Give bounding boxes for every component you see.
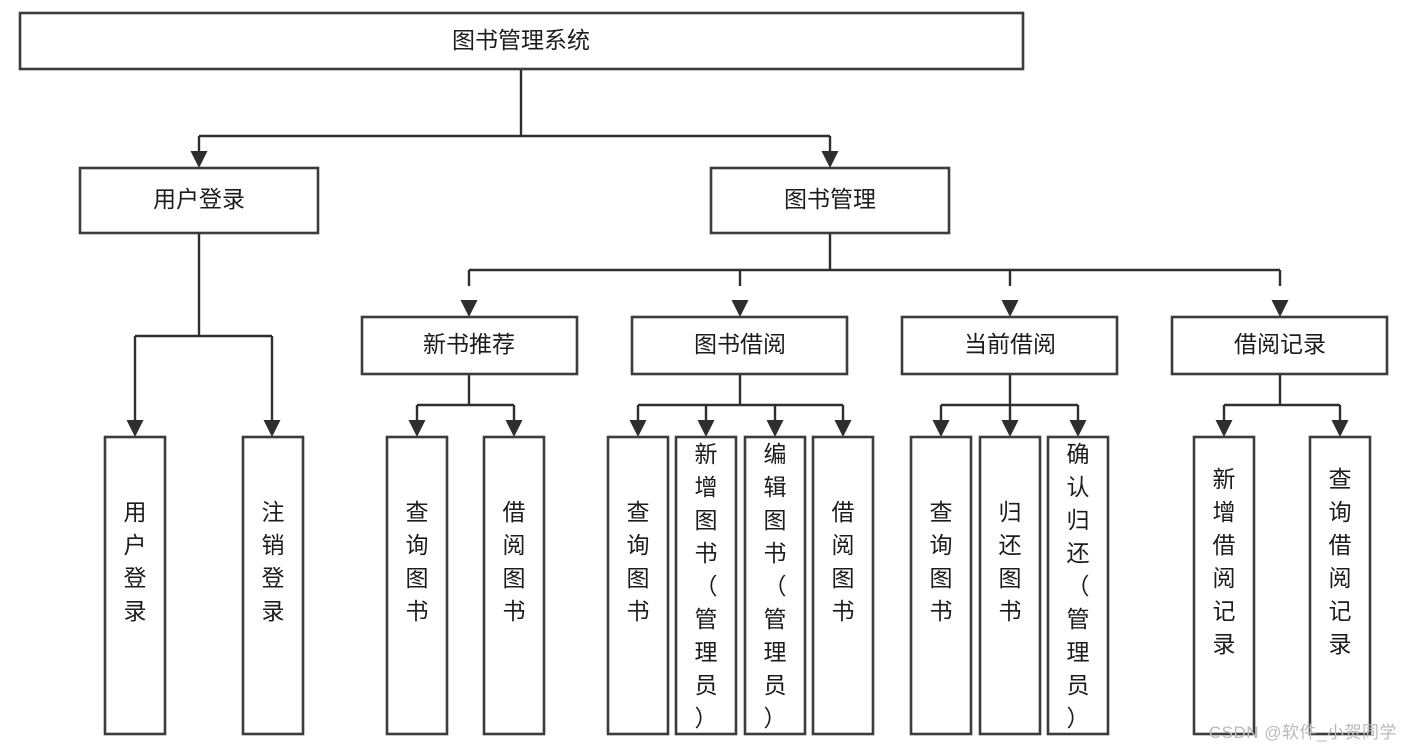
- leaf-currentborrow-query-label: 查询图书: [930, 499, 953, 624]
- leaf-bookborrow-edit-label: 编辑图书（管理员）: [764, 441, 787, 731]
- node-book-management-label: 图书管理: [784, 186, 876, 212]
- connector-currentborrow-to-leaves: [932, 374, 1087, 437]
- leaf-currentborrow-return-label: 归还图书: [999, 499, 1022, 624]
- leaf-bookborrow-borrow[interactable]: 借阅图书: [811, 435, 875, 736]
- leaf-newbook-borrow[interactable]: 借阅图书: [482, 435, 546, 736]
- leaf-newbook-borrow-label: 借阅图书: [503, 499, 526, 624]
- node-new-book-recommend[interactable]: 新书推荐: [360, 315, 579, 376]
- node-book-borrow-label: 图书借阅: [694, 331, 786, 357]
- leaf-user-login-logout[interactable]: 注销登录: [241, 435, 305, 736]
- node-user-login-label: 用户登录: [153, 186, 245, 212]
- leaf-bookborrow-edit[interactable]: 编辑图书（管理员）: [743, 435, 807, 736]
- leaf-newbook-query[interactable]: 查询图书: [385, 435, 449, 736]
- node-root-label: 图书管理系统: [452, 27, 590, 53]
- leaf-bookborrow-query[interactable]: 查询图书: [606, 435, 670, 736]
- leaf-currentborrow-confirm[interactable]: 确认归还（管理员）: [1046, 435, 1110, 736]
- leaf-currentborrow-query[interactable]: 查询图书: [909, 435, 973, 736]
- node-root-system[interactable]: 图书管理系统: [18, 11, 1025, 71]
- connector-borrowrecord-to-leaves: [1215, 374, 1349, 437]
- node-user-login[interactable]: 用户登录: [78, 166, 320, 235]
- connector-newbook-to-leaves: [408, 374, 523, 437]
- connector-userlogin-to-leaves: [126, 233, 281, 437]
- leaf-currentborrow-return[interactable]: 归还图书: [978, 435, 1042, 736]
- csdn-watermark: CSDN @软件_小贺同学: [1208, 723, 1397, 742]
- leaf-borrowrecord-add-label: 新增借阅记录: [1213, 466, 1236, 657]
- node-book-management[interactable]: 图书管理: [709, 166, 951, 235]
- leaf-newbook-query-label: 查询图书: [406, 499, 429, 624]
- leaf-bookborrow-add-label: 新增图书（管理员）: [695, 441, 718, 731]
- leaf-borrowrecord-add[interactable]: 新增借阅记录: [1192, 435, 1256, 736]
- leaf-user-login-logout-label: 注销登录: [262, 499, 285, 624]
- leaf-user-login-login[interactable]: 用户登录: [103, 435, 167, 736]
- leaf-borrowrecord-query-label: 查询借阅记录: [1329, 466, 1352, 657]
- leaf-user-login-login-label: 用户登录: [124, 499, 147, 624]
- leaf-bookborrow-borrow-label: 借阅图书: [832, 499, 855, 624]
- node-borrow-record-label: 借阅记录: [1234, 331, 1326, 357]
- leaf-borrowrecord-query[interactable]: 查询借阅记录: [1308, 435, 1372, 736]
- leaf-bookborrow-add[interactable]: 新增图书（管理员）: [674, 435, 738, 736]
- node-new-book-recommend-label: 新书推荐: [423, 331, 515, 357]
- node-current-borrow[interactable]: 当前借阅: [900, 315, 1119, 376]
- connector-root-to-level1: [190, 69, 839, 168]
- node-borrow-record[interactable]: 借阅记录: [1170, 315, 1389, 376]
- node-current-borrow-label: 当前借阅: [964, 331, 1056, 357]
- connector-bookmgmt-to-level2: [460, 233, 1289, 317]
- leaf-bookborrow-query-label: 查询图书: [627, 499, 650, 624]
- leaf-currentborrow-confirm-label: 确认归还（管理员）: [1067, 441, 1090, 731]
- node-book-borrow[interactable]: 图书借阅: [630, 315, 849, 376]
- connector-bookborrow-to-leaves: [629, 374, 852, 437]
